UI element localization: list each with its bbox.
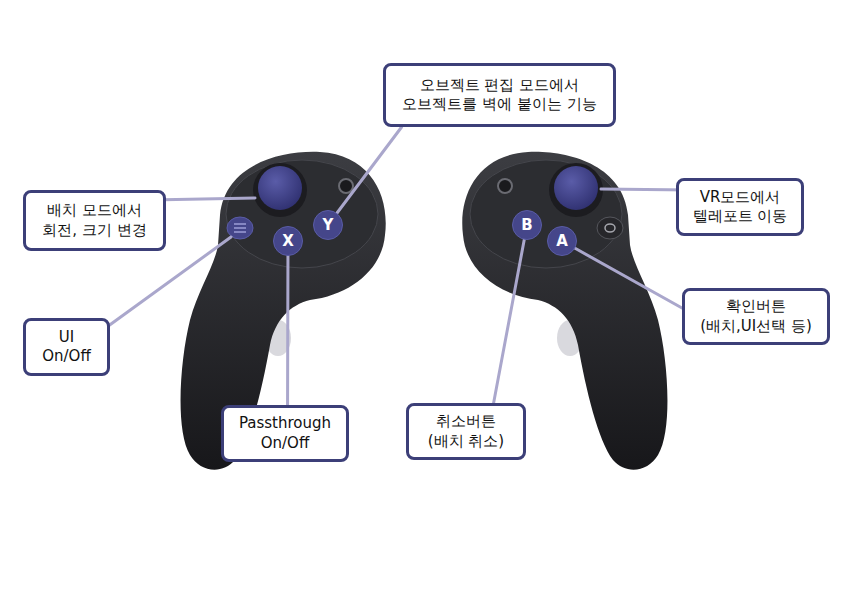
leader-line — [494, 240, 525, 403]
callout-box: 배치 모드에서 회전, 크기 변경 — [23, 190, 166, 251]
controller-button: A — [547, 226, 577, 256]
face-plate — [470, 160, 622, 268]
callout-box: VR모드에서 텔레포트 이동 — [676, 178, 804, 236]
controller-button: X — [273, 226, 303, 256]
leader-line — [575, 248, 682, 308]
callout-text: UI On/Off — [39, 328, 94, 367]
callout-text: 취소버튼 (배치 취소) — [420, 412, 512, 451]
callout-box: 취소버튼 (배치 취소) — [406, 403, 526, 460]
thumbstick-base — [549, 163, 603, 217]
callout-box: 확인버튼 (배치,UI선택 등) — [682, 288, 830, 345]
controller-button: Y — [313, 210, 343, 240]
sensor-dot — [339, 179, 353, 193]
system-icon — [605, 224, 615, 232]
thumbstick-base — [253, 163, 307, 217]
system-button — [597, 217, 623, 239]
button-letter: A — [556, 234, 568, 249]
button-letter: X — [282, 234, 294, 249]
face-plate — [226, 160, 378, 268]
leader-line — [100, 237, 231, 332]
callout-box: UI On/Off — [23, 318, 110, 376]
sensor-dot — [498, 179, 512, 193]
callout-box: Passthrough On/Off — [221, 405, 349, 462]
menu-icon — [234, 224, 246, 232]
callout-text: VR모드에서 텔레포트 이동 — [690, 188, 790, 227]
button-letter: Y — [323, 218, 334, 233]
controller-button: B — [512, 210, 542, 240]
button-letter: B — [521, 218, 532, 233]
callout-text: 오브젝트 편집 모드에서 오브젝트를 벽에 붙이는 기능 — [397, 76, 602, 115]
leader-line — [337, 127, 402, 213]
callout-text: 배치 모드에서 회전, 크기 변경 — [37, 201, 152, 240]
callout-text: 확인버튼 (배치,UI선택 등) — [696, 297, 816, 336]
thumbstick — [258, 166, 302, 210]
thumbstick — [554, 166, 598, 210]
leader-line — [286, 256, 289, 405]
leader-lines — [100, 189, 690, 332]
callout-box: 오브젝트 편집 모드에서 오브젝트를 벽에 붙이는 기능 — [383, 63, 616, 127]
callout-text: Passthrough On/Off — [235, 414, 335, 453]
